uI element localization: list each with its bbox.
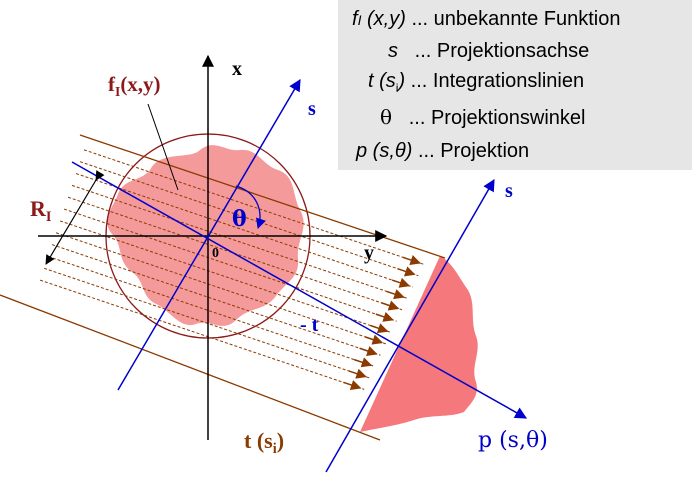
projection-s-axis-label: s	[505, 180, 513, 202]
legend-row-function: fI (x,y) ... unbekannte Funktion	[352, 8, 620, 31]
integration-line	[79, 161, 419, 277]
integration-line	[47, 255, 376, 368]
y-axis-label: y	[364, 242, 374, 264]
integration-arrow	[359, 345, 378, 356]
integration-line	[75, 173, 414, 288]
legend-symbol: θ	[380, 105, 393, 129]
integration-arrow	[386, 289, 405, 300]
f-pointer	[147, 103, 179, 191]
legend-box: fI (x,y) ... unbekannte Funktion s ... P…	[338, 0, 692, 170]
integration-arrow	[370, 323, 389, 334]
legend-arg-end: )	[398, 70, 406, 92]
f-label-symbol: f	[108, 72, 115, 96]
t-label-main: t (s	[244, 428, 273, 453]
r-label-subscript: I	[45, 209, 52, 225]
integration-line	[51, 244, 381, 356]
integration-arrow	[348, 368, 367, 379]
integration-line	[63, 208, 397, 322]
legend-text: ... Integrationslinien	[405, 70, 585, 92]
t-label: t (si)	[244, 428, 284, 458]
t-label-end: )	[276, 428, 285, 453]
integration-arrow	[353, 357, 373, 368]
tube-line-bottom	[0, 294, 381, 441]
theta-arc	[235, 185, 266, 229]
integration-arrows	[343, 255, 421, 391]
minus-t-label: - t	[300, 314, 319, 336]
projection-s-axis	[325, 178, 495, 473]
integration-line	[71, 184, 408, 299]
legend-symbol: t	[368, 70, 374, 92]
legend-text: ... Projektionswinkel	[392, 107, 586, 129]
legend-row-angle: θ ... Projektionswinkel	[380, 106, 585, 129]
origin-label: 0	[212, 246, 219, 261]
s-axis-label: s	[308, 98, 316, 120]
integration-line	[39, 279, 365, 390]
integration-line	[55, 232, 387, 345]
legend-row-lines: t (si) ... Integrationslinien	[368, 70, 584, 99]
s-axis	[117, 78, 301, 391]
integration-arrow	[364, 334, 384, 345]
integration-arrow	[397, 266, 416, 277]
t-label-subscript: i	[272, 441, 277, 457]
legend-text: ... Projektionsachse	[398, 40, 590, 62]
integration-arrow	[380, 300, 400, 311]
f-label-arg: (x,y)	[120, 72, 161, 96]
legend-symbol: f	[352, 8, 358, 30]
integration-arrow	[402, 255, 421, 266]
f-label: fI(x,y)	[108, 72, 161, 100]
legend-symbol: p	[356, 140, 368, 162]
legend-arg-subscript: i	[395, 81, 399, 95]
projection-shape	[360, 256, 478, 432]
legend-symbol: s	[388, 40, 398, 62]
integration-arrow	[375, 311, 394, 322]
integration-arrow	[391, 277, 411, 288]
integration-line	[43, 267, 370, 379]
legend-arg: (s	[373, 70, 396, 92]
legend-text: ... Projektion	[412, 140, 530, 162]
r-label-symbol: R	[30, 196, 46, 221]
integration-arrow	[343, 380, 362, 391]
t-axis	[71, 161, 528, 419]
integration-line	[59, 220, 392, 334]
legend-subscript: I	[357, 12, 362, 28]
theta-label: θ	[232, 206, 247, 232]
legend-row-axis: s ... Projektionsachse	[388, 40, 589, 62]
f-label-subscript: I	[115, 83, 121, 99]
legend-arg: (s,θ)	[367, 140, 413, 162]
projection-label: p (s,θ)	[478, 428, 548, 453]
r-label: RI	[30, 196, 51, 226]
radius-dimension	[45, 170, 105, 265]
legend-arg: (x,y)	[361, 8, 406, 30]
legend-text: ... unbekannte Funktion	[405, 8, 621, 30]
legend-row-projection: p (s,θ) ... Projektion	[356, 140, 529, 162]
x-axis-label: x	[232, 58, 242, 80]
